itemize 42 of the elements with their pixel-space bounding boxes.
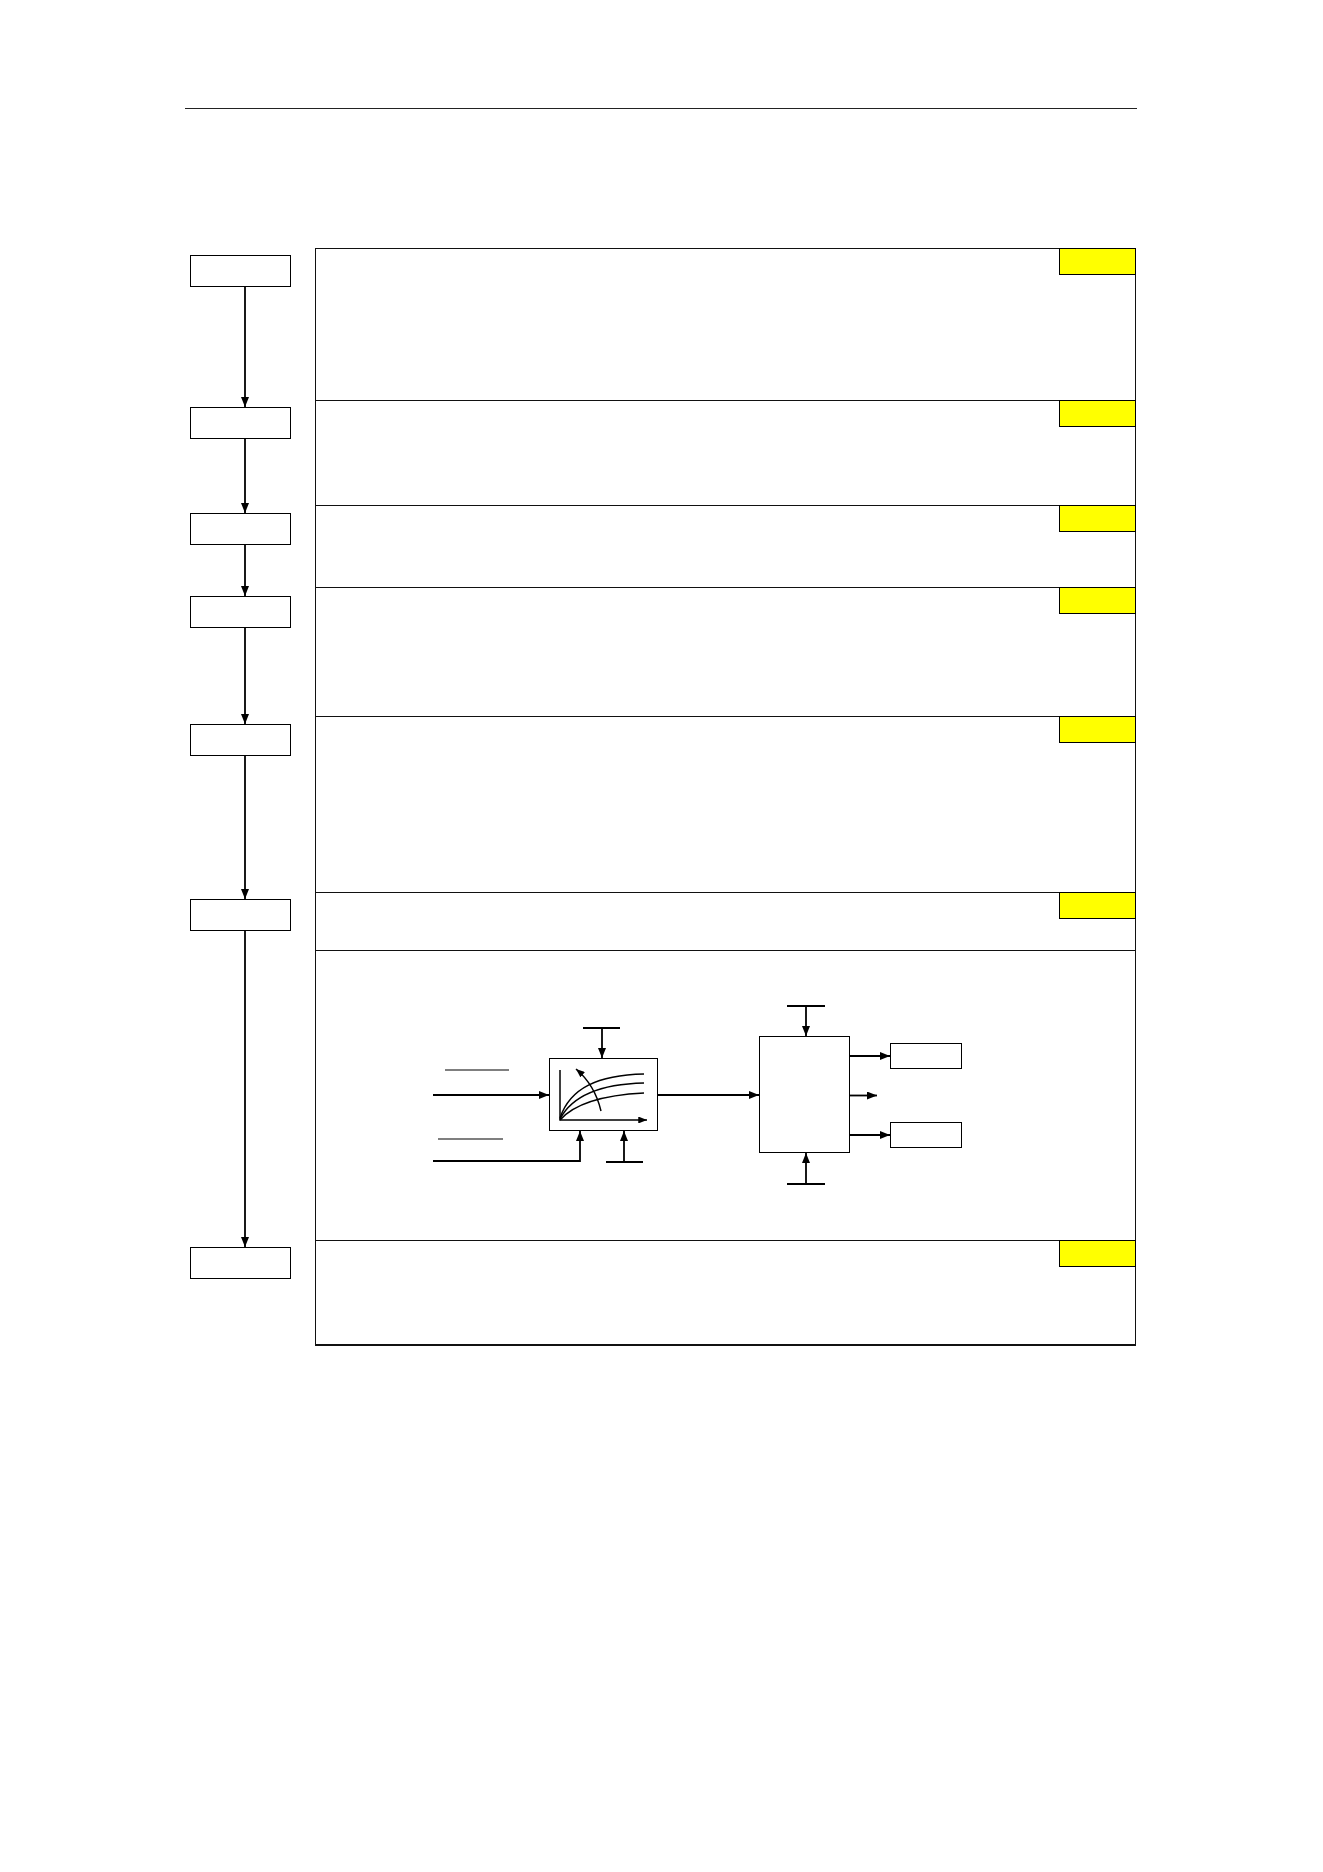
output-box — [890, 1043, 962, 1069]
arrow — [849, 1091, 878, 1100]
label-tag — [1059, 400, 1136, 427]
process-box — [190, 899, 291, 931]
section-band — [315, 587, 1136, 717]
section-band — [315, 1240, 1136, 1346]
arrow — [241, 755, 249, 900]
arrow — [620, 1130, 628, 1163]
label-tag — [1059, 248, 1136, 275]
process-box — [190, 596, 291, 628]
arrow — [849, 1052, 891, 1060]
arrow — [432, 1130, 584, 1162]
section-band — [315, 950, 1136, 1241]
arrow — [241, 930, 249, 1248]
arrow — [241, 286, 249, 408]
arrow — [849, 1131, 891, 1139]
process-box — [190, 407, 291, 439]
arrow — [802, 1005, 810, 1037]
section-band — [315, 400, 1136, 506]
arrow — [432, 1091, 550, 1099]
section-band — [315, 505, 1136, 588]
chart-box — [549, 1058, 658, 1131]
section-band — [315, 892, 1136, 951]
arrow — [241, 627, 249, 725]
label-tag — [1059, 892, 1136, 919]
process-box — [190, 1247, 291, 1279]
section-band — [315, 716, 1136, 893]
process-box — [190, 513, 291, 545]
label-tag — [1059, 587, 1136, 614]
process-block — [759, 1036, 850, 1153]
arrow — [802, 1152, 810, 1185]
section-band — [315, 248, 1136, 401]
arrow — [598, 1027, 606, 1059]
arrow — [241, 544, 249, 597]
arrow — [657, 1091, 760, 1099]
output-box — [890, 1122, 962, 1148]
process-box — [190, 255, 291, 287]
label-tag — [1059, 1240, 1136, 1267]
arrow — [241, 438, 249, 514]
label-tag — [1059, 716, 1136, 743]
process-box — [190, 724, 291, 756]
label-tag — [1059, 505, 1136, 532]
